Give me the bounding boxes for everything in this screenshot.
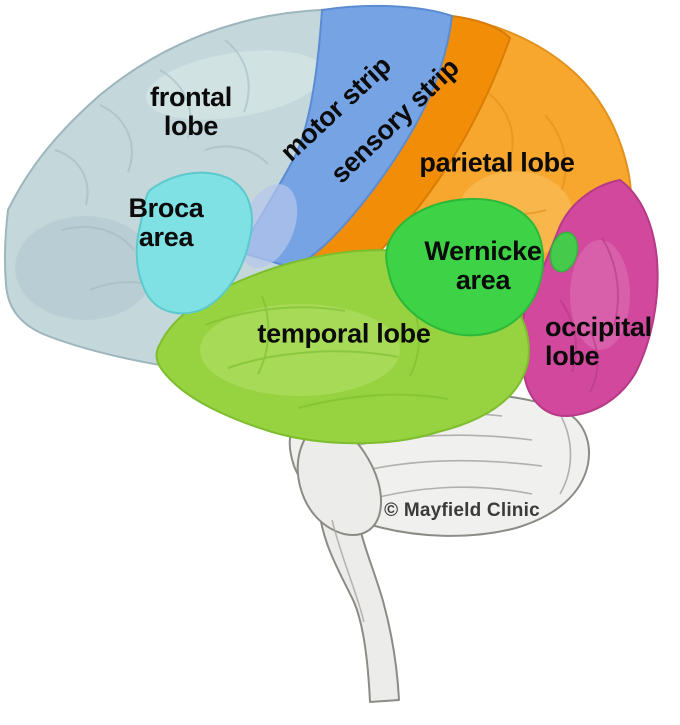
credit-mayfield-clinic: © Mayfield Clinic xyxy=(384,500,540,521)
label-broca-area-line2: area xyxy=(138,222,194,252)
label-occipital-lobe-line2: lobe xyxy=(545,341,600,371)
label-frontal-lobe-line2: lobe xyxy=(163,111,219,141)
label-parietal-lobe-line1: parietal lobe xyxy=(419,147,575,178)
temporal-highlight xyxy=(200,304,400,396)
label-broca-area-line1: Broca xyxy=(128,193,204,223)
brainstem-detail-line xyxy=(331,519,365,623)
label-wernicke-area: Wernicke area xyxy=(424,237,541,295)
motor-strip-highlight xyxy=(238,184,298,268)
broca-area-region xyxy=(135,171,253,315)
label-wernicke-area-line1: Wernicke xyxy=(424,236,542,266)
label-wernicke-area-line2: area xyxy=(455,265,511,295)
frontal-shade xyxy=(15,216,155,320)
frontal-gyri-lines xyxy=(54,39,269,295)
frontal-highlight xyxy=(145,50,325,120)
label-occipital-lobe: occipital lobe xyxy=(545,313,652,371)
label-temporal-lobe: temporal lobe xyxy=(257,318,431,349)
label-occipital-lobe-line1: occipital xyxy=(545,312,652,342)
wernicke-area-region xyxy=(385,197,544,337)
brainstem-cord xyxy=(317,497,400,703)
label-broca-area: Broca area xyxy=(128,194,203,252)
label-frontal-lobe: frontal lobe xyxy=(150,83,232,141)
green-patch xyxy=(549,231,579,273)
label-parietal-lobe: parietal lobe xyxy=(419,147,575,178)
label-temporal-lobe-line1: temporal lobe xyxy=(257,318,431,349)
label-frontal-lobe-line1: frontal xyxy=(150,82,232,112)
pons xyxy=(296,422,382,536)
occipital-gyri-lines xyxy=(559,237,619,393)
